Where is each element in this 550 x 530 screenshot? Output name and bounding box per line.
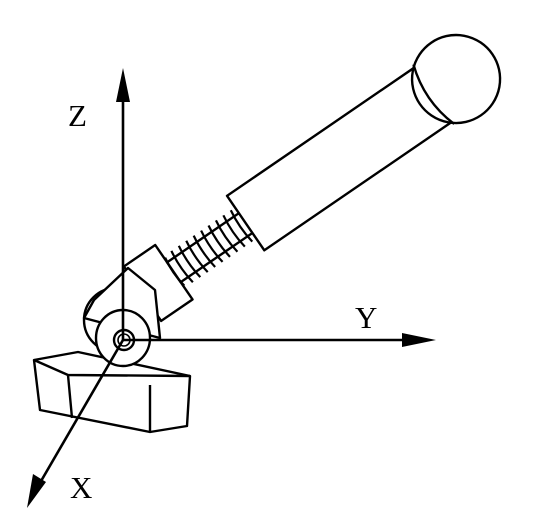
z-axis-arrowhead bbox=[116, 68, 130, 102]
x-axis-line bbox=[35, 339, 125, 489]
y-axis-arrowhead bbox=[402, 333, 436, 347]
x-axis-arrowhead bbox=[27, 474, 46, 508]
base-block bbox=[32, 350, 192, 434]
compression-spring bbox=[164, 205, 260, 287]
coordinate-axes bbox=[27, 68, 436, 508]
handle-knob-seam bbox=[412, 64, 455, 125]
joystick-arm bbox=[122, 33, 502, 323]
y-axis-label: Y bbox=[355, 300, 377, 335]
base-block-edge-left bbox=[66, 374, 74, 419]
x-axis-label: X bbox=[70, 470, 92, 505]
handle-knob bbox=[410, 33, 502, 125]
z-axis-label: Z bbox=[68, 98, 87, 133]
